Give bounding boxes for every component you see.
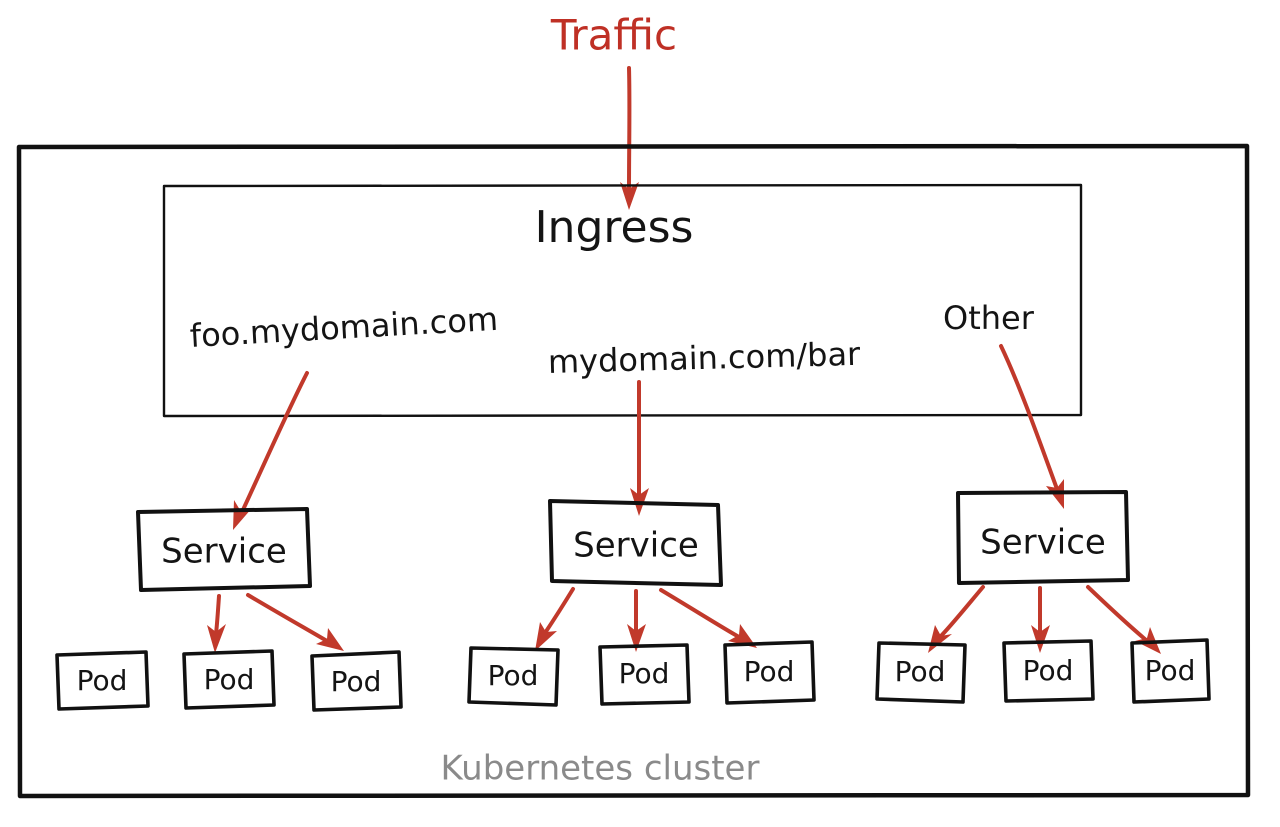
service-right-label: Service	[980, 523, 1106, 563]
arrow-service-left-to-pod-3	[246, 593, 344, 651]
arrow-service-right-to-pod-2	[1031, 586, 1050, 653]
arrow-service-middle-to-pod-2	[627, 589, 646, 652]
service-box-right[interactable]: Service	[956, 490, 1130, 585]
ingress-box[interactable]: Ingress	[162, 183, 1083, 418]
pod-left-3-label: Pod	[331, 665, 382, 698]
traffic-label: Traffic	[550, 11, 677, 60]
pod-middle-2-label: Pod	[619, 657, 670, 690]
ingress-label: Ingress	[535, 202, 694, 253]
rule-label-host: foo.mydomain.com	[189, 300, 499, 355]
pod-box-right-2[interactable]: Pod	[1002, 639, 1095, 703]
pod-right-2-label: Pod	[1023, 654, 1074, 687]
pod-box-left-3[interactable]: Pod	[310, 650, 403, 712]
cluster-boundary	[16, 143, 1251, 799]
pod-box-middle-3[interactable]: Pod	[723, 640, 816, 705]
pod-middle-1-label: Pod	[488, 659, 539, 692]
rule-label-default: Other	[943, 299, 1035, 337]
pod-box-right-1[interactable]: Pod	[875, 641, 967, 704]
arrow-rule-path-to-service-middle	[630, 380, 649, 516]
pod-right-1-label: Pod	[895, 655, 946, 688]
arrow-rule-host-to-service-left	[233, 371, 309, 530]
arrow-service-left-to-pod-2	[207, 594, 226, 653]
service-left-label: Service	[161, 532, 287, 572]
cluster-label: Kubernetes cluster	[441, 749, 760, 789]
pod-box-left-2[interactable]: Pod	[182, 649, 276, 710]
arrow-traffic-to-ingress	[620, 66, 639, 210]
pod-left-1-label: Pod	[77, 664, 128, 697]
pod-box-middle-1[interactable]: Pod	[467, 646, 560, 707]
rule-label-path: mydomain.com/bar	[547, 335, 861, 381]
pod-right-3-label: Pod	[1145, 654, 1196, 687]
pod-box-right-3[interactable]: Pod	[1130, 638, 1211, 704]
service-box-left[interactable]: Service	[136, 507, 312, 592]
service-middle-label: Service	[573, 526, 699, 566]
pod-middle-3-label: Pod	[744, 655, 795, 688]
pod-box-middle-2[interactable]: Pod	[598, 643, 691, 706]
pod-box-left-1[interactable]: Pod	[55, 650, 150, 711]
pod-left-2-label: Pod	[204, 663, 255, 696]
arrow-service-right-to-pod-3	[1086, 585, 1161, 654]
arrow-service-middle-to-pod-1	[535, 587, 575, 651]
service-box-middle[interactable]: Service	[548, 499, 723, 587]
arrow-service-middle-to-pod-3	[659, 588, 757, 648]
arrow-rule-default-to-service-right	[999, 344, 1064, 509]
